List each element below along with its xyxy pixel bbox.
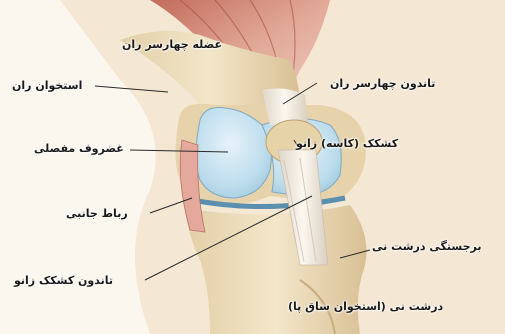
label-tibial-tuberosity: برجستگی درشت نی bbox=[372, 240, 481, 253]
label-tibia: درشت نی (استخوان ساق پا) bbox=[288, 300, 443, 313]
label-lateral-ligament: رباط جانبی bbox=[66, 207, 128, 220]
label-articular-cartilage: غضروف مفصلی bbox=[34, 142, 124, 155]
label-quadriceps-tendon: تاندون چهارسر ران bbox=[330, 77, 435, 90]
label-patellar-tendon: تاندون کشکک زانو bbox=[14, 274, 113, 287]
label-femur: استخوان ران bbox=[12, 79, 82, 92]
tibia bbox=[185, 205, 366, 334]
label-patella: کشکک (کاسه) زانو bbox=[296, 137, 398, 150]
quadriceps-tendon bbox=[262, 88, 308, 125]
label-quadriceps-muscle: عضله چهارسر ران bbox=[122, 38, 222, 51]
